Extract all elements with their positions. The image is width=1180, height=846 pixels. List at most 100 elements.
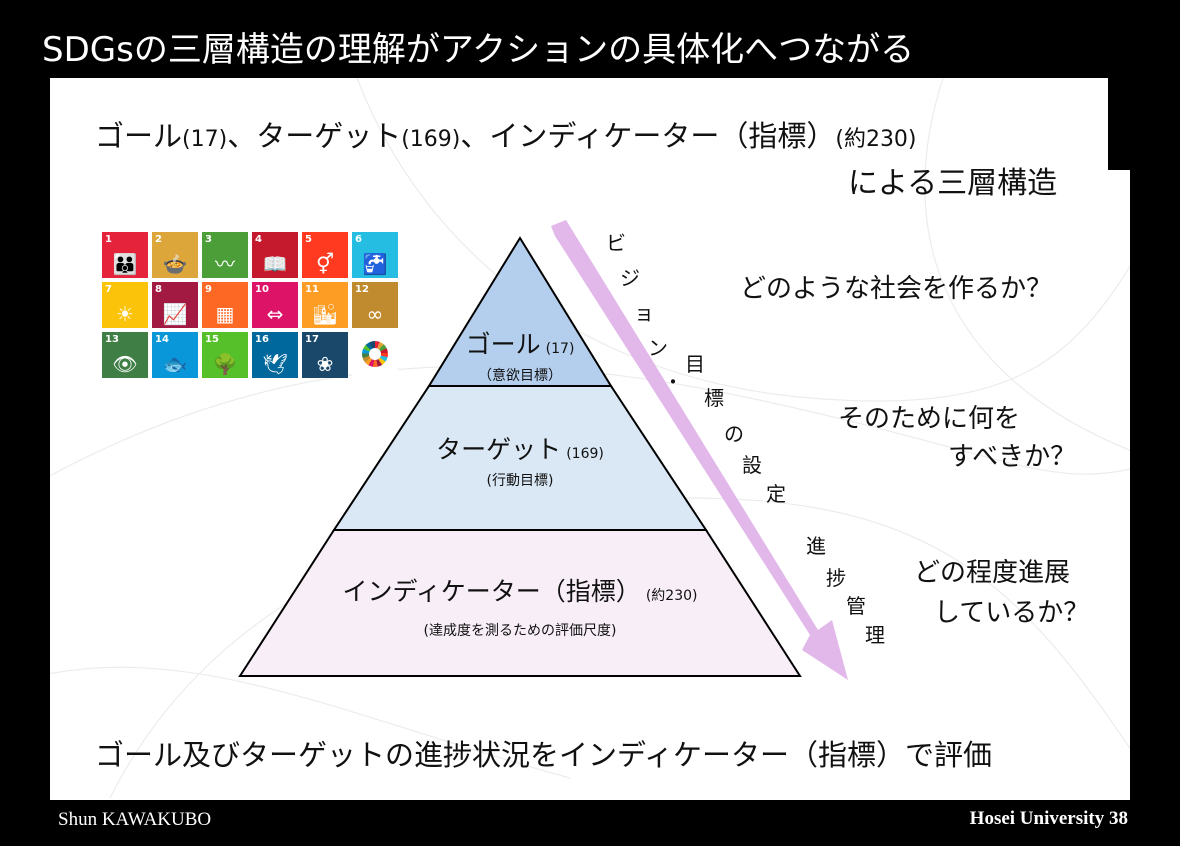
goal-label: ゴール: [465, 330, 541, 359]
vision-label-char: の: [724, 422, 744, 446]
heading-line-2: による三層構造: [848, 166, 1058, 201]
sdg-goal-13-icon: 13 👁: [102, 332, 148, 378]
vision-label-char: ジ: [620, 266, 640, 290]
bottom-summary: ゴール及びターゲットの進捗状況をインディケーター（指標）で評価: [95, 738, 992, 772]
sdg-goal-glyph-icon: 🍲: [162, 252, 188, 276]
progress-label-char: 管: [846, 594, 866, 618]
sdg-goal-glyph-icon: 🌳: [212, 352, 238, 376]
vision-label-char: 目: [685, 352, 705, 376]
sdg-goal-14-icon: 14 🐟: [152, 332, 198, 378]
sdg-goal-glyph-icon: ▦: [215, 302, 235, 326]
progress-label-char: 進: [806, 534, 826, 558]
sdg-goal-glyph-icon: 〰: [215, 252, 235, 276]
vision-label-char: 標: [704, 386, 724, 410]
target-tier-text: ターゲット (169) (行動目標): [400, 430, 640, 490]
sdg-goal-5-icon: 5⚥: [302, 232, 348, 278]
sdg-goal-glyph-icon: 👪: [112, 252, 138, 276]
heading-indicator: 、インディケーター（指標）: [460, 119, 836, 153]
indicator-tier-text: インディケーター（指標） (約230) (達成度を測るための評価尺度): [300, 572, 740, 640]
sdg-goal-number: 6: [355, 234, 362, 245]
sdg-goal-glyph-icon: 🏙: [312, 302, 338, 326]
sdg-icon-grid: 1👪2🍲3〰4📖5⚥6🚰7☀8📈9▦10⇔11🏙12∞13👁14🐟15🌳16🕊1…: [102, 232, 398, 378]
heading-goal: ゴール: [95, 119, 183, 153]
sdg-goal-15-icon: 15 🌳: [202, 332, 248, 378]
target-count: (169): [566, 446, 604, 462]
sdg-goal-number: 5: [305, 234, 312, 245]
sdg-goal-number: 8: [155, 284, 162, 295]
sdg-goal-17-icon: 17 ❀: [302, 332, 348, 378]
sdg-goal-2-icon: 2🍲: [152, 232, 198, 278]
sdg-goal-number: 16: [255, 334, 269, 345]
background-curves: [50, 78, 1130, 799]
title-bar-notch: [1108, 78, 1138, 170]
sdg-goal-glyph-icon: ❀: [316, 352, 334, 376]
vision-label-char: ン: [648, 336, 668, 360]
footer-institution: Hosei University 38: [969, 808, 1128, 829]
indicator-sub: (達成度を測るための評価尺度): [423, 623, 617, 639]
target-sub: (行動目標): [486, 473, 554, 489]
sdg-goal-number: 12: [355, 284, 369, 295]
sdg-goal-number: 17: [305, 334, 319, 345]
sdg-goal-11-icon: 11 🏙: [302, 282, 348, 328]
sdg-goal-glyph-icon: 📖: [262, 252, 288, 276]
sdg-goal-glyph-icon: 🚰: [362, 252, 388, 276]
vision-label-char: ョ: [634, 301, 654, 325]
sdg-goal-glyph-icon: ∞: [366, 302, 384, 326]
sdg-wheel-logo-icon: [352, 332, 398, 378]
sdg-goal-number: 3: [205, 234, 212, 245]
sdg-goal-glyph-icon: ⇔: [266, 302, 284, 326]
vision-label-char: 設: [742, 453, 762, 477]
heading-line-1: ゴール(17)、ターゲット(169)、インディケーター（指標）(約230): [95, 113, 917, 155]
goal-tier-text: ゴール (17) （意欲目標）: [445, 325, 595, 385]
progress-label-char: 捗: [826, 566, 846, 590]
question-progress-line1: どの程度進展: [914, 558, 1071, 588]
footer-author: Shun KAWAKUBO: [58, 809, 212, 830]
sdg-goal-3-icon: 3〰: [202, 232, 248, 278]
vision-label-char: ・: [663, 370, 683, 394]
sdg-goal-8-icon: 8📈: [152, 282, 198, 328]
sdg-goal-glyph-icon: ☀: [116, 302, 134, 326]
sdg-goal-4-icon: 4📖: [252, 232, 298, 278]
sdg-goal-number: 2: [155, 234, 162, 245]
goal-count: (17): [545, 341, 575, 357]
sdg-goal-glyph-icon: 👁: [112, 352, 138, 376]
sdg-goal-number: 13: [105, 334, 119, 345]
sdg-goal-number: 14: [155, 334, 169, 345]
slide-title: SDGsの三層構造の理解がアクションの具体化へつながる: [42, 30, 915, 70]
sdg-goal-number: 1: [105, 234, 112, 245]
arrow-icon: [551, 220, 848, 680]
sdg-goal-number: 15: [205, 334, 219, 345]
heading-goal-count: (17): [182, 127, 228, 152]
vision-label-char: ビ: [606, 231, 626, 255]
sdg-goal-glyph-icon: ⚥: [315, 252, 335, 276]
sdg-goal-16-icon: 16 🕊: [252, 332, 298, 378]
sdg-goal-10-icon: 10 ⇔: [252, 282, 298, 328]
sdg-goal-9-icon: 9▦: [202, 282, 248, 328]
heading-target-count: (169): [401, 127, 461, 152]
sdg-goal-1-icon: 1👪: [102, 232, 148, 278]
indicator-count: (約230): [645, 588, 698, 604]
heading-target: 、ターゲット: [227, 119, 402, 153]
sdg-goal-glyph-icon: 🐟: [162, 352, 188, 376]
question-what-to-do-line2: すべきか？: [948, 442, 1077, 472]
target-label: ターゲット: [436, 435, 562, 464]
sdg-goal-number: 10: [255, 284, 269, 295]
goal-sub: （意欲目標）: [478, 368, 562, 384]
sdg-goal-number: 4: [255, 234, 262, 245]
sdg-goal-7-icon: 7☀: [102, 282, 148, 328]
heading-indicator-count: (約230): [835, 127, 917, 152]
indicator-label: インディケーター（指標）: [342, 577, 641, 606]
question-what-to-do-line1: そのために何を: [838, 404, 1021, 434]
pyramid-tier-indicator: [238, 529, 802, 677]
sdg-goal-number: 11: [305, 284, 319, 295]
question-progress-line2: しているか？: [934, 598, 1090, 628]
sdg-goal-12-icon: 12 ∞: [352, 282, 398, 328]
sdg-goal-6-icon: 6🚰: [352, 232, 398, 278]
progress-label-char: 理: [865, 623, 885, 647]
sdg-goal-glyph-icon: 📈: [162, 302, 188, 326]
sdg-goal-glyph-icon: 🕊: [262, 352, 288, 376]
sdg-goal-number: 9: [205, 284, 212, 295]
vision-label-char: 定: [766, 482, 786, 506]
sdg-goal-number: 7: [105, 284, 112, 295]
